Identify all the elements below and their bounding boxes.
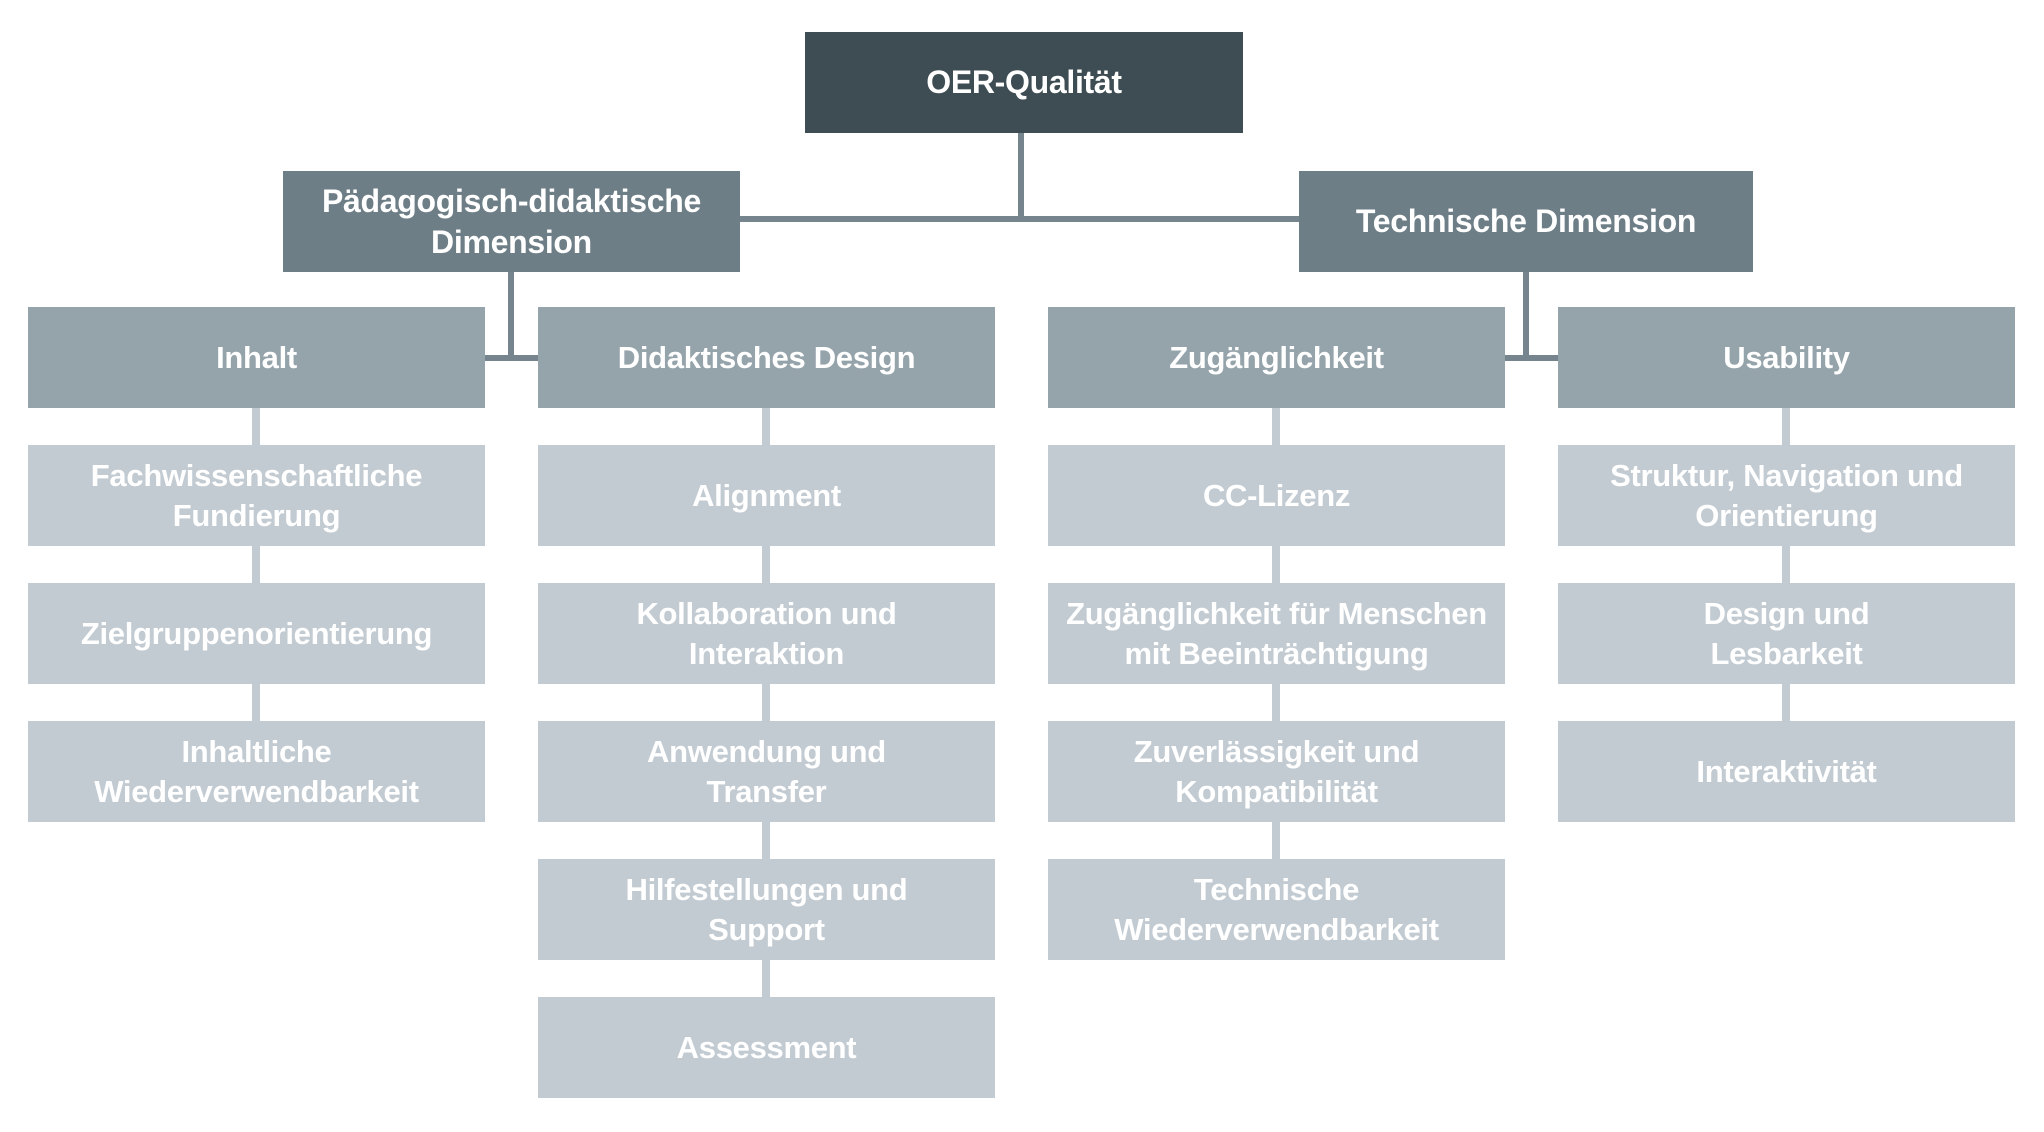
connector-didaktik-3 xyxy=(762,684,770,721)
node-item-inhaltliche-wiederverwendbarkeit: Inhaltliche Wiederverwendbarkeit xyxy=(28,721,485,822)
node-category-inhalt: Inhalt xyxy=(28,307,485,408)
connector-usability-2 xyxy=(1782,546,1790,583)
connector-inhalt-3 xyxy=(252,684,260,721)
connector-inhalt-2 xyxy=(252,546,260,583)
node-item-cc-lizenz: CC-Lizenz xyxy=(1048,445,1505,546)
node-item-fachwissenschaftliche-fundierung: Fachwissenschaftliche Fundierung xyxy=(28,445,485,546)
connector-root-vertical xyxy=(1018,133,1024,222)
node-category-zugaenglichkeit: Zugänglichkeit xyxy=(1048,307,1505,408)
connector-technical-vertical xyxy=(1523,272,1529,361)
connector-usability-3 xyxy=(1782,684,1790,721)
connector-dimensions-horizontal xyxy=(739,216,1299,222)
connector-zugaenglichkeit-2 xyxy=(1272,546,1280,583)
node-item-zuverlaessigkeit-kompatibilitaet: Zuverlässigkeit und Kompatibilität xyxy=(1048,721,1505,822)
node-category-usability: Usability xyxy=(1558,307,2015,408)
node-oer-qualitaet: OER-Qualität xyxy=(805,32,1243,133)
connector-usability-1 xyxy=(1782,408,1790,445)
node-item-struktur-navigation-orientierung: Struktur, Navigation und Orientierung xyxy=(1558,445,2015,546)
node-dimension-technisch: Technische Dimension xyxy=(1299,171,1753,272)
node-category-didaktisches-design: Didaktisches Design xyxy=(538,307,995,408)
node-dimension-paedagogisch-didaktisch: Pädagogisch-didaktische Dimension xyxy=(283,171,740,272)
connector-pedagogical-stub xyxy=(483,355,539,361)
connector-didaktik-5 xyxy=(762,960,770,997)
node-item-design-und-lesbarkeit: Design und Lesbarkeit xyxy=(1558,583,2015,684)
node-item-anwendung-und-transfer: Anwendung und Transfer xyxy=(538,721,995,822)
connector-technical-stub xyxy=(1505,355,1558,361)
connector-inhalt-1 xyxy=(252,408,260,445)
connector-zugaenglichkeit-3 xyxy=(1272,684,1280,721)
node-item-hilfestellungen-und-support: Hilfestellungen und Support xyxy=(538,859,995,960)
connector-didaktik-4 xyxy=(762,822,770,859)
connector-didaktik-1 xyxy=(762,408,770,445)
node-item-zugaenglichkeit-beeintraechtigung: Zugänglichkeit für Menschen mit Beeinträ… xyxy=(1048,583,1505,684)
connector-didaktik-2 xyxy=(762,546,770,583)
connector-zugaenglichkeit-1 xyxy=(1272,408,1280,445)
node-item-technische-wiederverwendbarkeit: Technische Wiederverwendbarkeit xyxy=(1048,859,1505,960)
node-item-kollaboration-und-interaktion: Kollaboration und Interaktion xyxy=(538,583,995,684)
connector-pedagogical-vertical xyxy=(508,272,514,361)
node-item-zielgruppenorientierung: Zielgruppenorientierung xyxy=(28,583,485,684)
node-item-assessment: Assessment xyxy=(538,997,995,1098)
node-item-interaktivitaet: Interaktivität xyxy=(1558,721,2015,822)
node-item-alignment: Alignment xyxy=(538,445,995,546)
connector-zugaenglichkeit-4 xyxy=(1272,822,1280,859)
